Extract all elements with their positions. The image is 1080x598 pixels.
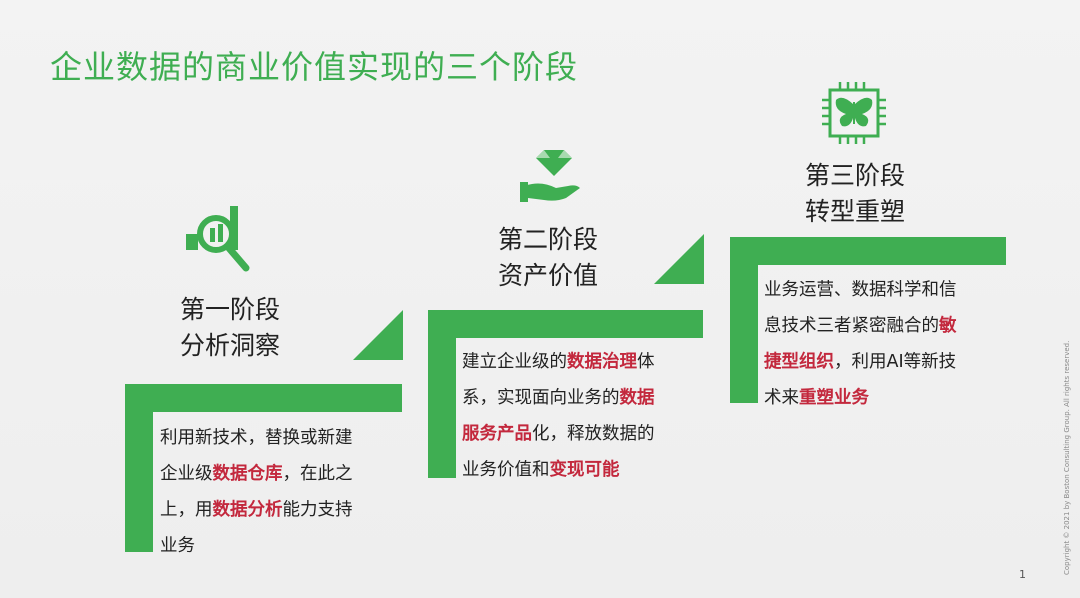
stage-1-label: 第一阶段 <box>179 295 280 324</box>
butterfly-chip-icon <box>822 82 886 144</box>
page-number: 1 <box>1019 568 1026 581</box>
highlight-service-product: 服务产品 <box>462 424 532 444</box>
stage-2-label: 第二阶段 <box>497 225 598 254</box>
stage-3-name: 转型重塑 <box>804 197 905 226</box>
diamond-hand-icon <box>520 148 584 204</box>
stage-3-description: 业务运营、数据科学和信 息技术三者紧密融合的敏 捷型组织，利用AI等新技 术来重… <box>764 280 957 408</box>
stage-2-heading: 第二阶段 资产价值 <box>478 222 618 294</box>
highlight-agile-organization: 捷型组织 <box>764 352 834 372</box>
stage-2-step-bar <box>428 310 703 338</box>
stage-1-step-triangle <box>353 310 403 360</box>
highlight-data: 数据 <box>619 388 655 408</box>
stage-2-step-post <box>428 310 456 478</box>
stage-3-label: 第三阶段 <box>804 161 905 190</box>
highlight-reshape-business: 重塑业务 <box>799 388 869 408</box>
magnifier-chart-icon <box>186 206 252 274</box>
stage-2-name: 资产价值 <box>497 261 598 290</box>
stage-1-name: 分析洞察 <box>179 331 280 360</box>
stage-1-step-post <box>125 384 153 552</box>
stage-3-step-post <box>730 237 758 403</box>
highlight-data-analysis: 数据分析 <box>212 500 283 520</box>
stage-1-step-bar <box>125 384 402 412</box>
highlight-data-governance: 数据治理 <box>567 352 637 372</box>
stage-2-step-triangle <box>654 234 704 284</box>
stage-3-heading: 第三阶段 转型重塑 <box>785 158 925 230</box>
highlight-data-warehouse: 数据仓库 <box>212 464 283 484</box>
stage-3-step-bar <box>730 237 1006 265</box>
highlight-agile: 敏 <box>939 316 957 336</box>
stage-1-description: 利用新技术，替换或新建 企业级数据仓库，在此之 上，用数据分析能力支持 业务 <box>160 428 353 556</box>
stage-1-heading: 第一阶段 分析洞察 <box>160 292 300 364</box>
highlight-monetization: 变现可能 <box>549 460 620 480</box>
slide-title: 企业数据的商业价值实现的三个阶段 <box>50 48 579 86</box>
copyright-notice: Copyright © 2021 by Boston Consulting Gr… <box>1063 340 1071 575</box>
stage-2-description: 建立企业级的数据治理体 系，实现面向业务的数据 服务产品化，释放数据的 业务价值… <box>462 352 655 480</box>
